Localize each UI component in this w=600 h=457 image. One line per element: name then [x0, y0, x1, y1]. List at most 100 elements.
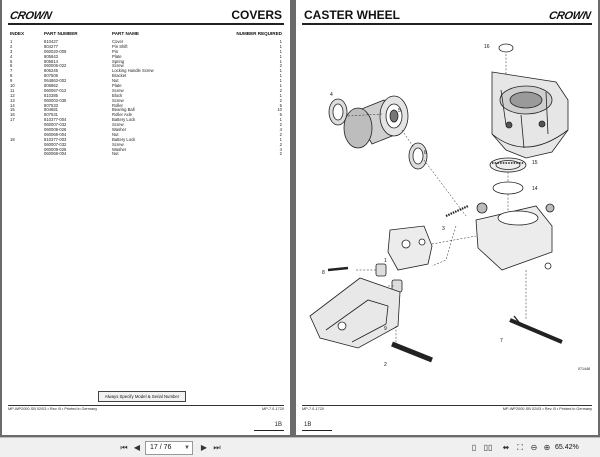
callout-label: 4	[330, 92, 333, 98]
row-part-number: 810377-003	[44, 136, 67, 142]
row-part-name: Screw	[112, 87, 124, 93]
row-index: 14	[10, 102, 15, 108]
row-qty: 5	[279, 102, 282, 108]
row-index: 3	[10, 48, 13, 54]
last-page-button[interactable]: ⏭	[213, 443, 221, 452]
row-qty: 1	[279, 48, 282, 54]
roller-axle-part	[509, 315, 563, 344]
viewer-toolbar: ⏮ ◀ 17 / 76 ▼ ▶ ⏭ ▯ ▯▯ ⬌ ⛶ ⊖ ⊕ 65.42%	[0, 437, 600, 457]
row-part-name: Bearing Ball	[112, 107, 135, 113]
row-part-number: 060007-032	[44, 141, 67, 147]
row-qty: 1	[279, 92, 282, 98]
row-part-number: 807531	[44, 112, 58, 118]
callout-label: 9	[384, 326, 387, 332]
row-part-name: Screw	[112, 97, 124, 103]
zoom-level[interactable]: 65.42%	[555, 444, 579, 451]
fit-width-icon[interactable]: ⬌	[502, 443, 510, 452]
row-part-name: Nut	[112, 131, 119, 137]
row-part-number: 804277	[44, 43, 58, 49]
row-part-name: Battery Lock	[112, 136, 136, 142]
row-qty: 4	[279, 127, 282, 133]
row-part-name: Nut	[112, 151, 119, 157]
page-selector-value: 17 / 76	[150, 444, 172, 451]
screw-head-part	[545, 203, 555, 213]
callout-label: 3	[442, 226, 445, 232]
row-part-name: Battery Lock	[112, 117, 136, 123]
row-part-name: Locking Handle Screw	[112, 68, 154, 74]
next-page-button[interactable]: ▶	[200, 443, 208, 452]
single-page-view-icon[interactable]: ▯	[471, 443, 477, 452]
row-part-number: 806245	[44, 68, 58, 74]
row-part-number: 810427	[44, 39, 58, 44]
previous-page-button[interactable]: ◀	[133, 443, 141, 452]
row-qty: 1	[279, 117, 282, 123]
caster-wheel-part	[343, 95, 409, 149]
col-header-index: INDEX	[10, 31, 25, 36]
drawing-id: 071448	[578, 367, 590, 371]
callout-label: 6	[424, 150, 427, 156]
zoom-in-icon[interactable]: ⊕	[543, 443, 551, 452]
row-index: 12	[10, 92, 15, 98]
first-page-button[interactable]: ⏮	[120, 443, 128, 452]
ball-bearing-part	[489, 157, 527, 173]
snap-ring-part	[498, 43, 514, 53]
row-qty: 1	[279, 136, 282, 142]
row-part-number: 060007-032	[44, 122, 67, 128]
two-page-view-icon[interactable]: ▯▯	[483, 443, 493, 452]
callout-label: 5	[398, 108, 401, 114]
row-qty: 2	[279, 151, 282, 157]
row-part-name: Block	[112, 92, 123, 98]
page-title: CASTER WHEEL	[304, 8, 400, 22]
row-part-name: Washer	[112, 146, 127, 152]
zoom-out-icon[interactable]: ⊖	[530, 443, 538, 452]
row-qty: 1	[279, 83, 282, 89]
row-index: 13	[10, 97, 15, 103]
page-number-rule	[254, 430, 284, 431]
serial-number-notice: Always Specify Model & Serial Number	[98, 391, 186, 402]
row-part-name: Spring	[112, 58, 125, 64]
page-number: 1B	[274, 422, 282, 428]
page-selector[interactable]: 17 / 76 ▼	[145, 441, 193, 455]
row-index: 6	[10, 63, 13, 69]
row-index: 17	[10, 117, 15, 123]
fullscreen-icon[interactable]: ⛶	[517, 443, 523, 452]
footer-rule	[302, 405, 592, 406]
col-header-qty: NUMBER REQUIRED	[236, 31, 282, 36]
row-qty: 2	[279, 97, 282, 103]
col-header-part-number: PART NUMBER	[44, 31, 78, 36]
locking-bracket-part	[309, 277, 401, 349]
page-title: COVERS	[231, 8, 282, 22]
row-part-name: Roller	[112, 102, 123, 108]
row-qty: 2	[279, 141, 282, 147]
col-header-part-name: PART NAME	[112, 31, 139, 36]
caster-wheel-page: CASTER WHEEL CROWN	[296, 0, 598, 435]
crown-logo: CROWN	[547, 10, 592, 22]
row-part-number: 807533	[44, 102, 58, 108]
row-part-number: 060068-004	[44, 131, 67, 137]
row-part-name: Pin	[112, 48, 119, 54]
row-index: 18	[10, 136, 15, 142]
row-part-name: Nut	[112, 78, 119, 84]
row-part-name: Screw	[112, 122, 124, 128]
row-qty: 2	[279, 131, 282, 137]
row-part-number: 064863-002	[44, 78, 67, 84]
row-part-number: 060006-022	[44, 63, 67, 69]
footer-left: MP-7.0-1720	[302, 407, 324, 411]
bearing-race-part	[492, 181, 524, 195]
row-qty: 4	[279, 146, 282, 152]
row-index: 1	[10, 39, 13, 44]
parts-list-page: CROWN COVERS INDEX PART NUMBER PART NAME…	[2, 0, 290, 435]
chevron-down-icon: ▼	[184, 445, 190, 451]
row-index: 5	[10, 58, 13, 64]
footer-right: MP-7.0-1720	[262, 407, 284, 411]
